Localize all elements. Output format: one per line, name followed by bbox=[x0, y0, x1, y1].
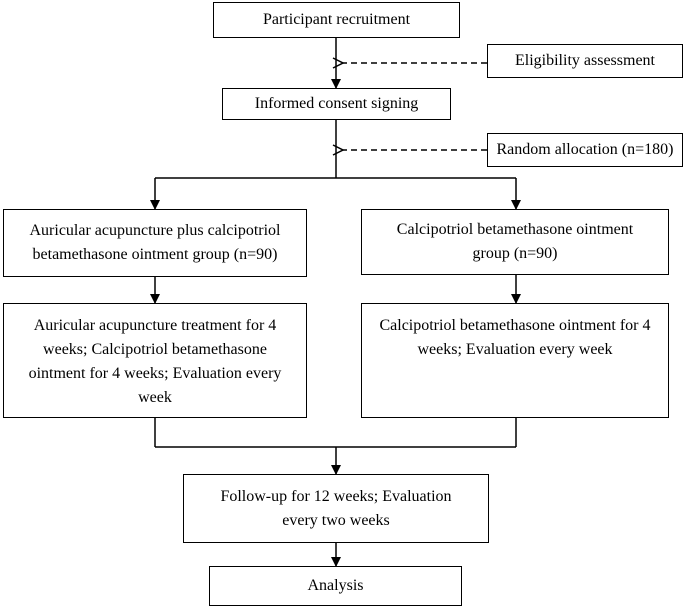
informed-consent-label: Informed consent signing bbox=[254, 95, 419, 112]
acupuncture-group-box: Auricular acupuncture plus calcipotriol … bbox=[3, 209, 307, 277]
analysis-label: Analysis bbox=[307, 577, 364, 594]
acupuncture-group-label: Auricular acupuncture plus calcipotriol … bbox=[29, 222, 281, 263]
acupuncture-treatment-label: Auricular acupuncture treatment for 4 we… bbox=[28, 317, 282, 406]
random-allocation-label: Random allocation (n=180) bbox=[496, 141, 674, 158]
control-group-label: Calcipotriol betamethasone ointment grou… bbox=[396, 221, 634, 262]
informed-consent-box: Informed consent signing bbox=[222, 88, 451, 120]
follow-up-label: Follow-up for 12 weeks; Evaluation every… bbox=[220, 487, 452, 529]
random-allocation-box: Random allocation (n=180) bbox=[487, 133, 683, 167]
eligibility-assessment-box: Eligibility assessment bbox=[487, 44, 683, 78]
acupuncture-treatment-box: Auricular acupuncture treatment for 4 we… bbox=[3, 303, 307, 418]
analysis-box: Analysis bbox=[209, 566, 462, 606]
control-treatment-label: Calcipotriol betamethasone ointment for … bbox=[379, 317, 651, 358]
participant-recruitment-box: Participant recruitment bbox=[213, 2, 460, 38]
eligibility-assessment-label: Eligibility assessment bbox=[515, 52, 655, 69]
control-group-box: Calcipotriol betamethasone ointment grou… bbox=[361, 209, 669, 275]
control-treatment-box: Calcipotriol betamethasone ointment for … bbox=[361, 303, 669, 418]
participant-recruitment-label: Participant recruitment bbox=[262, 11, 411, 28]
follow-up-box: Follow-up for 12 weeks; Evaluation every… bbox=[183, 474, 489, 543]
